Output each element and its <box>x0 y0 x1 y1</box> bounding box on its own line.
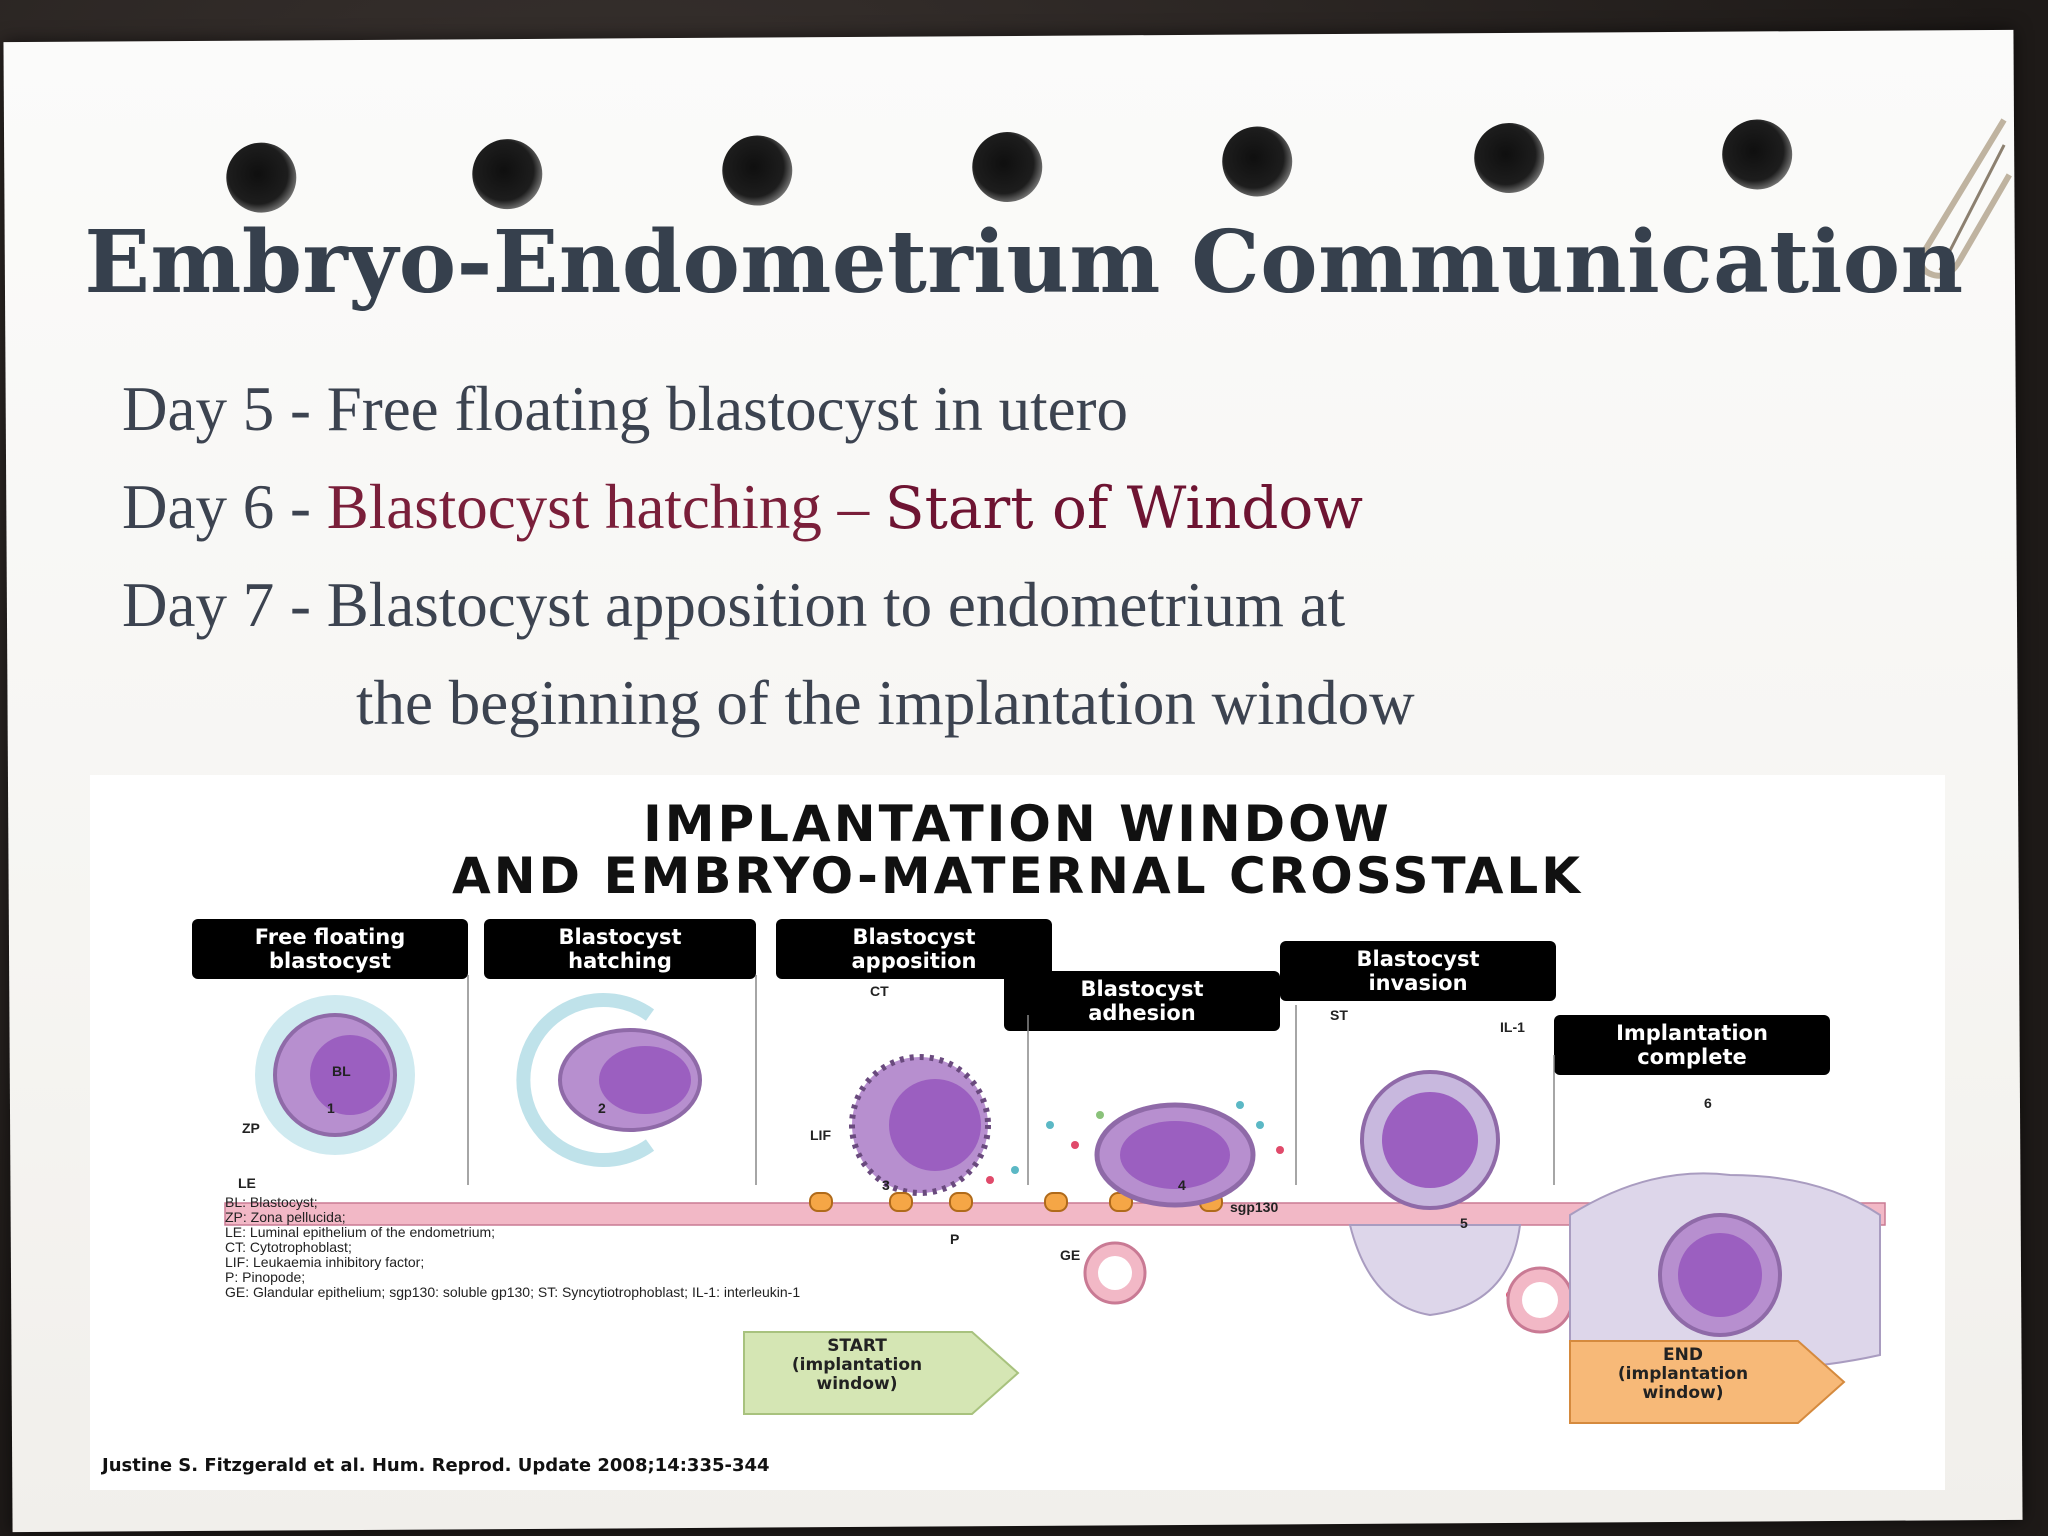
bullet-day7-continued: the beginning of the implantation window <box>122 654 1415 752</box>
start-of-window-emphasis: Start of Window <box>884 474 1363 542</box>
bullet-text: the beginning of the implantation window <box>356 668 1415 738</box>
binder-hole <box>972 131 1043 203</box>
stage-label: Blastocyst hatching <box>484 919 756 979</box>
legend-entry: LE: Luminal epithelium of the endometriu… <box>225 1224 496 1240</box>
end-arrow-label: END (implantation window) <box>1617 1345 1749 1403</box>
blastocoel-shape <box>599 1046 691 1114</box>
stage-label-text: Blastocyst invasion <box>1356 947 1480 995</box>
bullet-list: Day 5 - Free floating blastocyst in uter… <box>122 360 1415 752</box>
stage-label-text: Free floating blastocyst <box>254 925 406 973</box>
bullet-day5: Day 5 - Free floating blastocyst in uter… <box>122 360 1415 458</box>
gland-lumen <box>1522 1282 1558 1318</box>
slide-title: Embryo-Endometrium Communication <box>84 212 1964 313</box>
slide-paper <box>3 29 2023 1533</box>
stage-label: Blastocyst adhesion <box>1004 971 1280 1031</box>
stage-number: 3 <box>882 1177 890 1193</box>
citation: Justine S. Fitzgerald et al. Hum. Reprod… <box>102 1455 770 1476</box>
start-arrow-label: START (implantation window) <box>791 1336 923 1394</box>
bullet-text: Free floating blastocyst in utero <box>326 374 1129 444</box>
label-p: P <box>950 1231 960 1247</box>
label-il1: IL-1 <box>1500 1019 1525 1035</box>
day-label: Day 7 - <box>122 570 327 640</box>
stage-label: Implantation complete <box>1554 1015 1830 1075</box>
syncytiotrophoblast-shape <box>1348 1224 1522 1317</box>
bullet-day7: Day 7 - Blastocyst apposition to endomet… <box>122 556 1415 654</box>
stage-label-text: Blastocyst hatching <box>558 925 682 973</box>
figure-title-line2: AND EMBRYO-MATERNAL CROSSTALK <box>452 847 1583 905</box>
paperclip-icon <box>1918 118 2012 279</box>
binder-hole <box>722 135 793 206</box>
stage-number: 2 <box>598 1100 606 1116</box>
label-st: ST <box>1330 1007 1348 1023</box>
stage-number: 6 <box>1704 1095 1712 1111</box>
binder-hole <box>472 138 543 210</box>
label-le: LE <box>238 1175 256 1191</box>
figure-title-line1: IMPLANTATION WINDOW <box>643 795 1392 853</box>
stage-label-text: Implantation complete <box>1616 1021 1768 1069</box>
stage-number: 5 <box>1460 1215 1468 1231</box>
blastocoel-shape <box>310 1035 390 1115</box>
implantation-figure: IMPLANTATION WINDOW AND EMBRYO-MATERNAL … <box>90 775 1945 1490</box>
stage-label-text: Blastocyst apposition <box>851 925 977 973</box>
legend-entry: CT: Cytotrophoblast; <box>225 1239 352 1255</box>
figure-legend: BL: Blastocyst; ZP: Zona pellucida; LE: … <box>225 1195 800 1300</box>
zona-remnant-shape <box>516 993 655 1167</box>
stage-label-text: Blastocyst adhesion <box>1080 977 1204 1025</box>
stage-label: Free floating blastocyst <box>192 919 468 979</box>
bullet-day6: Day 6 - Blastocyst hatching – Start of W… <box>122 458 1415 556</box>
label-ct: CT <box>870 983 889 999</box>
label-sgp130: sgp130 <box>1230 1199 1279 1215</box>
day-label: Day 6 - <box>122 472 327 542</box>
binder-hole <box>226 142 297 213</box>
bullet-text: Blastocyst hatching – <box>326 472 885 542</box>
blastocoel-shape <box>1120 1121 1230 1189</box>
label-zp: ZP <box>242 1120 260 1136</box>
stage-number: 1 <box>327 1100 335 1116</box>
day-label: Day 5 - <box>122 374 327 444</box>
blastocoel-shape <box>889 1079 981 1171</box>
start-arrow-shape <box>743 1331 1020 1415</box>
binder-hole <box>1721 119 1793 190</box>
legend-entry: GE: Glandular epithelium; sgp130: solubl… <box>225 1284 801 1300</box>
stage-number: 4 <box>1178 1177 1186 1193</box>
label-bl: BL <box>332 1063 351 1079</box>
end-arrow-shape <box>1569 1340 1846 1424</box>
binder-hole <box>1473 122 1545 194</box>
stage-separators <box>467 975 1555 1185</box>
bullet-text: Blastocyst apposition to endometrium at <box>326 570 1346 640</box>
legend-entry: BL: Blastocyst; <box>225 1194 318 1210</box>
label-ge: GE <box>1060 1247 1081 1263</box>
gland-lumen <box>1098 1256 1132 1290</box>
blastocoel-shape <box>1678 1233 1762 1317</box>
binder-hole <box>1222 126 1293 197</box>
label-lif: LIF <box>810 1127 831 1143</box>
legend-entry: LIF: Leukaemia inhibitory factor; <box>225 1254 425 1270</box>
stage-label: Blastocyst apposition <box>776 919 1052 979</box>
blastocoel-shape <box>1382 1092 1478 1188</box>
stage-label: Blastocyst invasion <box>1280 941 1556 1001</box>
implantation-diagram <box>224 975 1886 1370</box>
legend-entry: ZP: Zona pellucida; <box>225 1209 346 1225</box>
legend-entry: P: Pinopode; <box>225 1269 306 1285</box>
